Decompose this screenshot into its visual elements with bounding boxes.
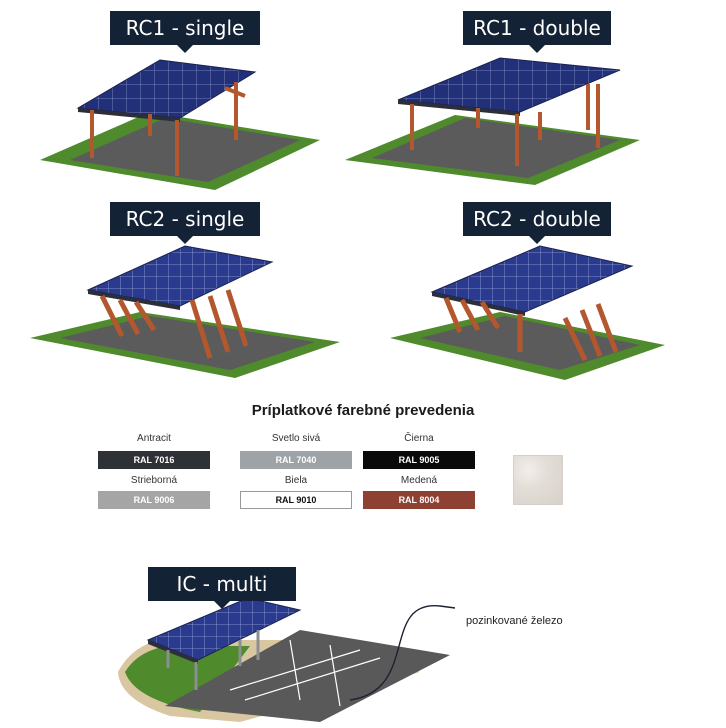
label-ic-multi: IC - multi <box>148 567 296 609</box>
swatch-cierna: RAL 9005 <box>363 451 475 469</box>
texture-note: pozinkované železo <box>466 615 563 627</box>
swatch-name-svetlo-siva: Svetlo sivá <box>271 433 321 444</box>
rc1-single-carport <box>40 59 320 190</box>
label-rc1-double: RC1 - double <box>463 11 611 53</box>
label-rc1-single: RC1 - single <box>110 11 260 53</box>
swatch-name-strieborna: Strieborná <box>130 475 178 486</box>
rc1-double-carport <box>345 57 640 185</box>
swatch-biela: RAL 9010 <box>240 491 352 509</box>
swatch-name-biela: Biela <box>284 475 308 486</box>
galvanized-iron-texture <box>513 455 563 505</box>
swatch-name-medena: Medená <box>400 475 438 486</box>
swatch-medena: RAL 8004 <box>363 491 475 509</box>
color-options-title: Príplatkové farebné prevedenia <box>251 402 475 419</box>
label-rc2-single: RC2 - single <box>110 202 260 244</box>
swatch-name-cierna: Čierna <box>404 433 434 444</box>
texture-pointer-line <box>349 605 456 701</box>
swatch-svetlo-siva: RAL 7040 <box>240 451 352 469</box>
ic-multi-carport <box>118 597 450 722</box>
label-rc2-double: RC2 - double <box>463 202 611 244</box>
rc2-double-carport <box>390 245 665 380</box>
swatch-antracit: RAL 7016 <box>98 451 210 469</box>
rc2-single-carport <box>30 245 340 378</box>
swatch-strieborna: RAL 9006 <box>98 491 210 509</box>
swatch-name-antracit: Antracit <box>137 433 171 444</box>
